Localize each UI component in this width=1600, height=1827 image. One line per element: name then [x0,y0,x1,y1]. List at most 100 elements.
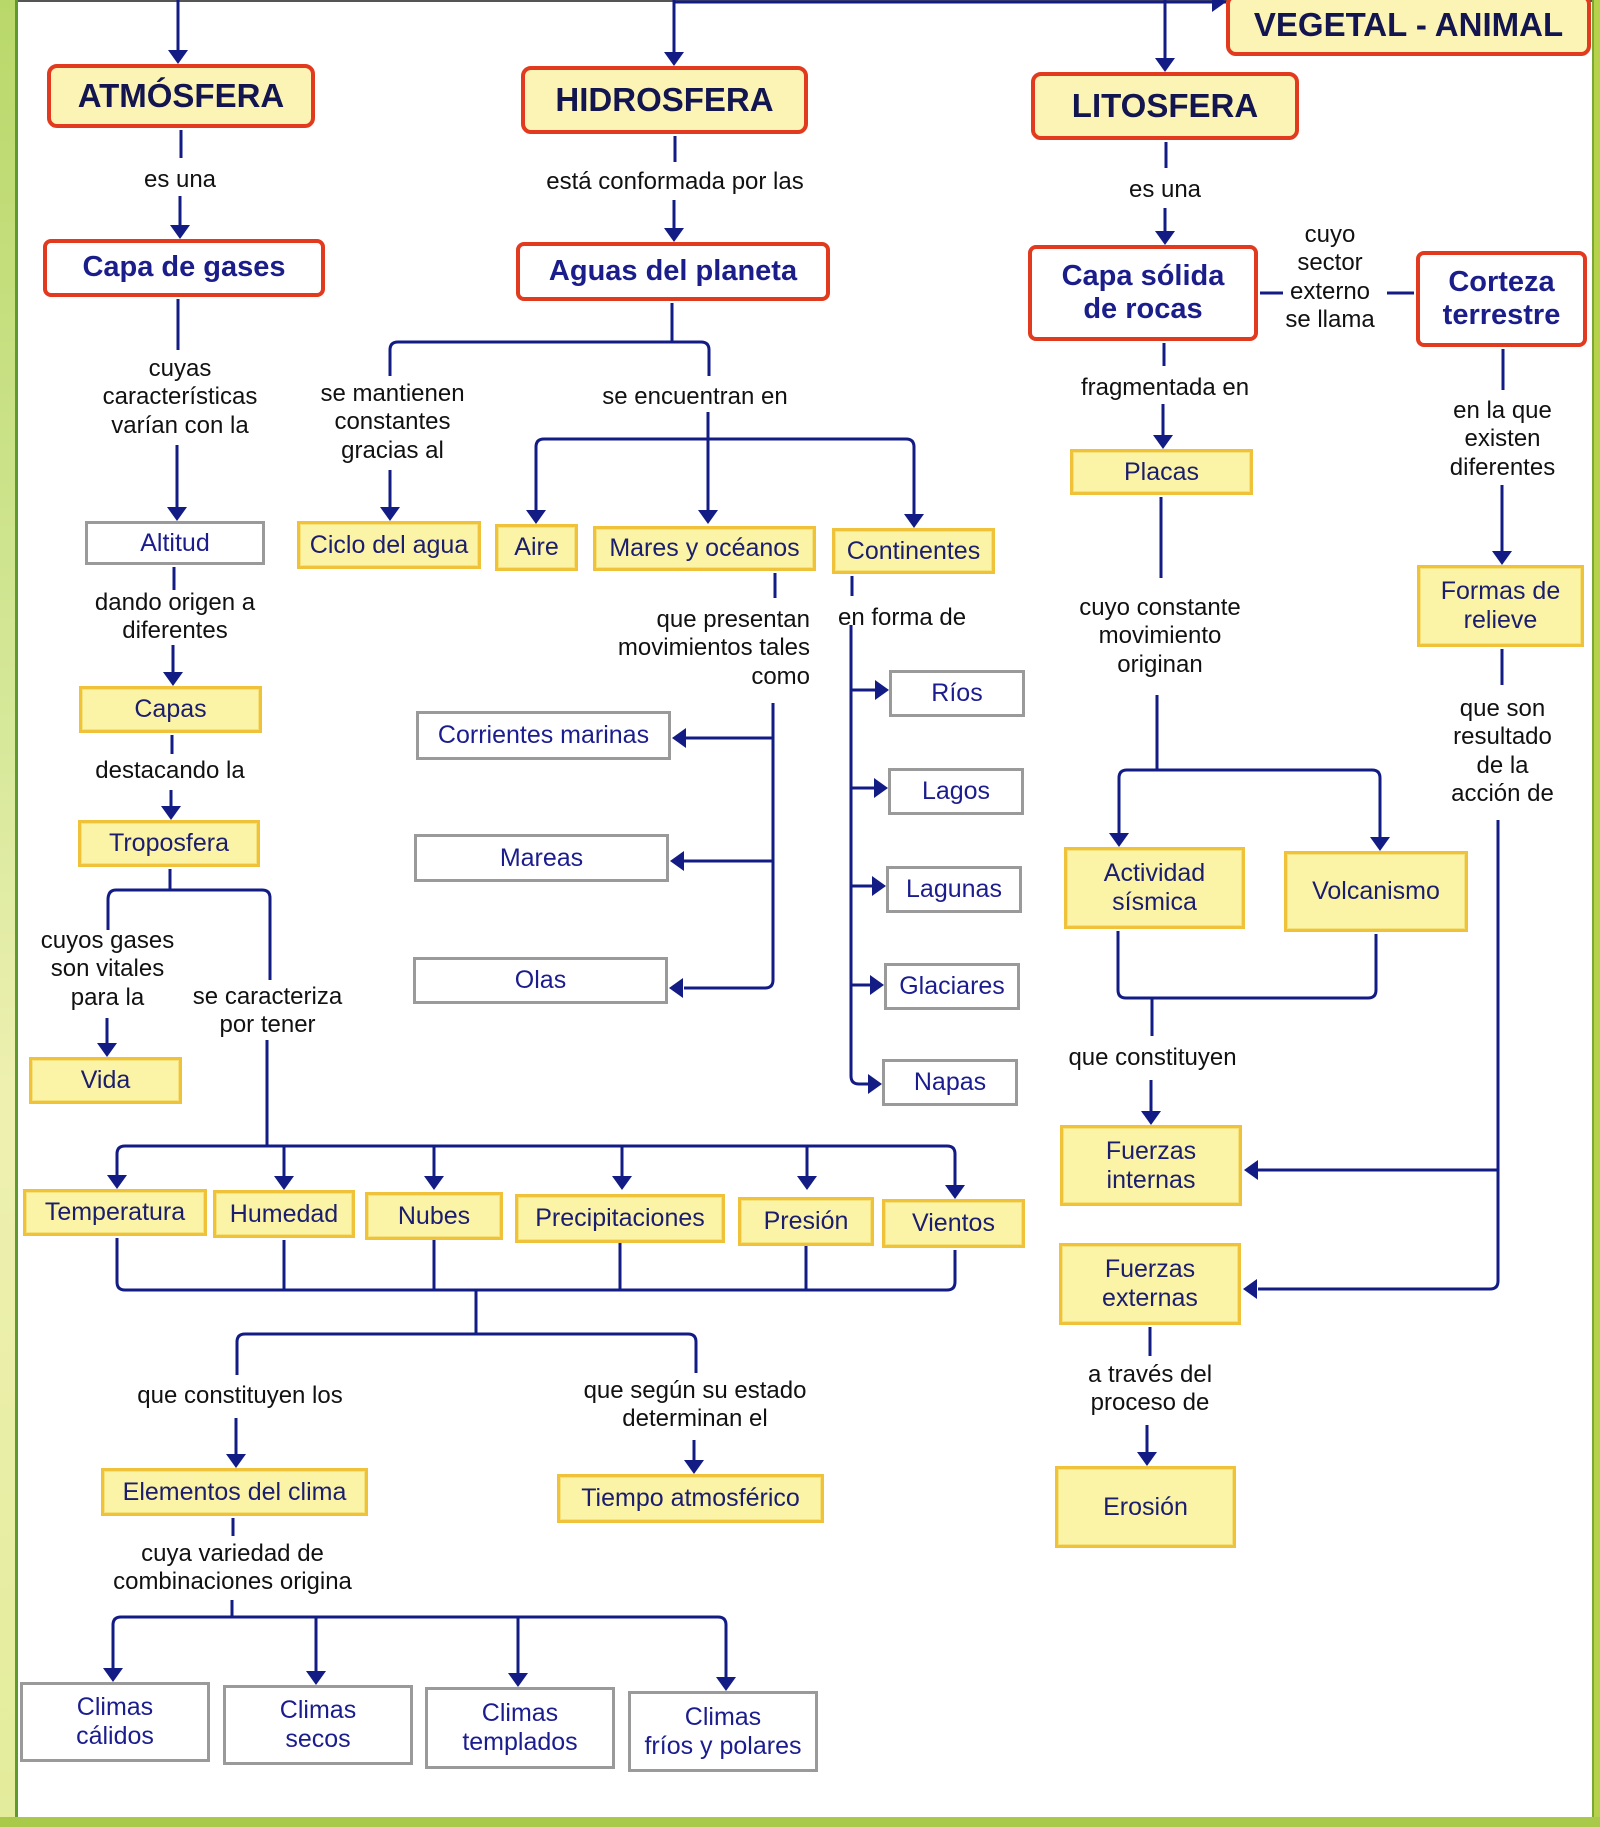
arrowhead-icon [874,778,888,798]
node-precipitaciones: Precipitaciones [515,1194,725,1243]
label-a-traves-del-proceso: a través del proceso de [1087,1361,1213,1417]
arrowhead-icon [684,1460,704,1474]
connector-line [534,437,916,526]
node-glaciares: Glaciares [884,963,1020,1010]
arrowhead-icon [170,225,190,239]
node-elementos-del-clima: Elementos del clima [101,1468,368,1516]
arrowhead-icon [868,1074,882,1094]
node-olas: Olas [413,957,668,1004]
node-rios: Ríos [889,670,1025,717]
label-se-encuentran: se encuentran en [602,383,788,410]
label-se-caracteriza: se caracteriza por tener [192,983,343,1039]
label-cuya-variedad: cuya variedad de combinaciones origina [113,1540,352,1596]
arrowhead-icon [107,1175,127,1189]
label-atm-es-una: es una [143,166,217,193]
node-nubes: Nubes [365,1192,503,1240]
label-que-segun-su-estado: que según su estado determinan el [583,1377,807,1433]
connector-line [111,1615,728,1689]
node-fuerzas-internas: Fuerzas internas [1060,1125,1242,1206]
page-right-margin [1594,0,1600,1827]
label-que-son-resultado: que son resultado de la acción de [1451,695,1554,807]
node-climas-frios-y-polares: Climas fríos y polares [628,1691,818,1772]
connector-line [1117,768,1382,849]
page-left-border [15,0,18,1827]
arrowhead-icon [163,672,183,686]
node-mares-y-oceanos: Mares y océanos [593,526,816,571]
node-napas: Napas [882,1059,1018,1106]
node-climas-secos: Climas secos [223,1685,413,1765]
node-atmosfera: ATMÓSFERA [47,64,315,128]
connector-line [115,1144,957,1197]
arrowhead-icon [664,228,684,242]
label-destacando-la: destacando la [95,757,245,784]
node-presion: Presión [738,1197,874,1246]
label-que-constituyen-los: que constituyen los [137,1382,343,1409]
node-corrientes-marinas: Corrientes marinas [416,711,671,760]
node-vegetal-animal: VEGETAL - ANIMAL [1226,0,1591,56]
node-altitud: Altitud [85,521,265,565]
arrowhead-icon [424,1176,444,1190]
node-erosion: Erosión [1055,1466,1236,1548]
node-humedad: Humedad [213,1190,355,1238]
node-tiempo-atmosferico: Tiempo atmosférico [557,1474,824,1523]
arrowhead-icon [904,514,924,528]
arrowhead-icon [870,975,884,995]
label-se-mantienen: se mantienen constantes gracias al [320,380,465,464]
arrowhead-icon [872,876,886,896]
page-right-border [1592,0,1594,1827]
arrowhead-icon [97,1043,117,1057]
node-actividad-sismica: Actividad sísmica [1064,847,1245,929]
connector-line [849,625,868,1086]
arrowhead-icon [226,1454,246,1468]
node-capa-solida-de-rocas: Capa sólida de rocas [1028,245,1258,341]
arrowhead-icon [1243,1279,1257,1299]
connector-line [106,869,272,980]
label-cuyo-sector-externo: cuyo sector externo se llama [1285,221,1375,333]
arrowhead-icon [274,1176,294,1190]
arrowhead-icon [1109,833,1129,847]
arrowhead-icon [1492,551,1512,565]
arrowhead-icon [1212,0,1226,12]
label-cuyo-constante: cuyo constante movimiento originan [1079,594,1241,678]
arrowhead-icon [1155,58,1175,72]
node-placas: Placas [1070,449,1253,495]
node-litosfera: LITOSFERA [1031,72,1299,140]
node-formas-de-relieve: Formas de relieve [1417,565,1584,647]
arrowhead-icon [716,1677,736,1691]
node-aire: Aire [495,524,578,571]
label-que-constituyen: que constituyen [1068,1044,1237,1071]
label-en-la-que-existen: en la que existen diferentes [1449,397,1556,481]
node-vientos: Vientos [882,1199,1025,1248]
connector-line [1258,820,1500,1291]
arrowhead-icon [526,510,546,524]
arrowhead-icon [161,806,181,820]
node-climas-calidos: Climas cálidos [20,1682,210,1762]
arrowhead-icon [664,52,684,66]
node-hidrosfera: HIDROSFERA [521,66,808,134]
node-vida: Vida [29,1057,182,1104]
node-mareas: Mareas [414,834,669,882]
arrowhead-icon [1244,1160,1258,1180]
arrowhead-icon [672,728,686,748]
node-lagunas: Lagunas [886,866,1022,913]
arrowhead-icon [380,507,400,521]
label-cuyas-caracteristicas: cuyas características varían con la [102,355,258,439]
node-capas: Capas [79,686,262,733]
node-aguas-del-planeta: Aguas del planeta [516,242,830,301]
label-fragmentada-en: fragmentada en [1080,374,1250,401]
arrowhead-icon [669,978,683,998]
connector-line [115,1238,957,1292]
arrowhead-icon [1137,1452,1157,1466]
node-fuerzas-externas: Fuerzas externas [1059,1243,1241,1325]
arrowhead-icon [1153,435,1173,449]
label-en-forma-de: en forma de [838,604,967,631]
page-bottom-margin [0,1817,1600,1827]
node-volcanismo: Volcanismo [1284,851,1468,932]
arrowhead-icon [875,680,889,700]
arrowhead-icon [612,1176,632,1190]
arrowhead-icon [306,1671,326,1685]
arrowhead-icon [508,1673,528,1687]
label-que-presentan: que presentan movimientos tales como [617,606,810,690]
arrowhead-icon [1155,231,1175,245]
